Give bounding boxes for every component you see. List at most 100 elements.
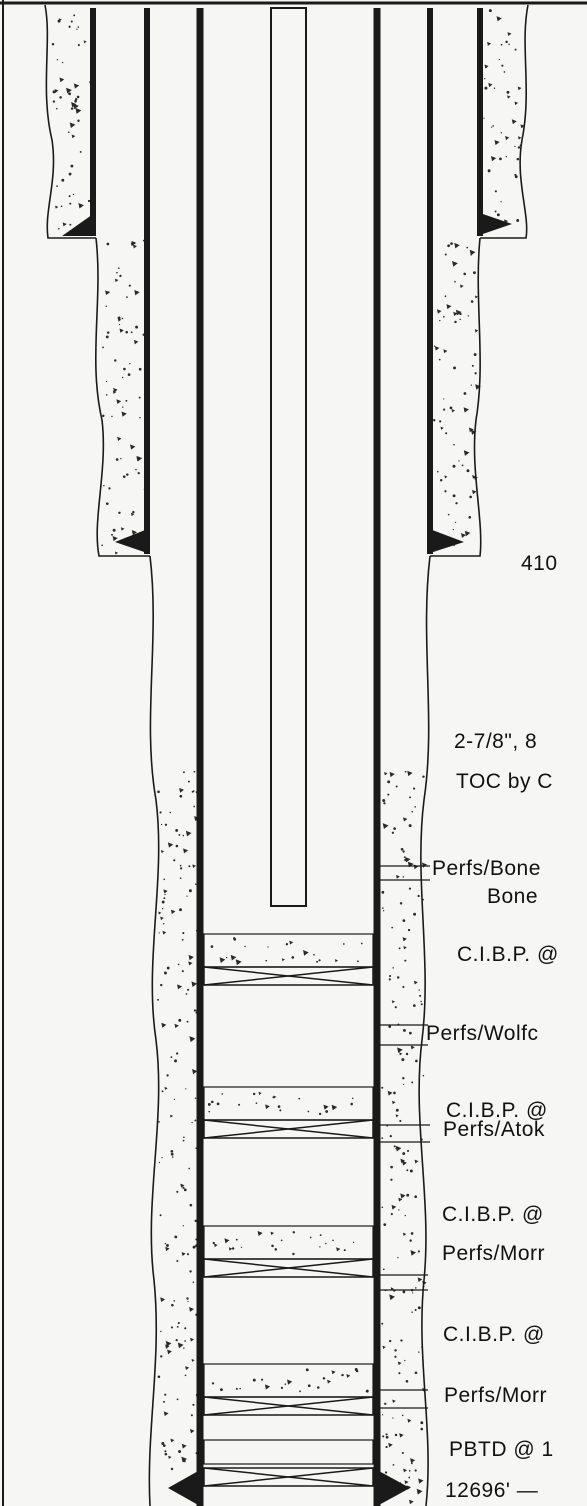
cement-speck [164, 1452, 168, 1456]
cement-speck [170, 909, 176, 915]
cement-speck [164, 1450, 167, 1453]
cement-speck [176, 1260, 179, 1263]
cement-speck [387, 780, 391, 784]
cement-speck [139, 416, 141, 419]
cement-speck [514, 145, 516, 148]
cement-speck [188, 961, 193, 966]
cement-speck [120, 457, 122, 460]
cement-speck [352, 1097, 354, 1100]
perfs-bone-spring-label-2: Bone [487, 885, 539, 908]
cement-speck [175, 1052, 179, 1055]
cement-speck [225, 956, 228, 959]
cement-speck [170, 1056, 173, 1059]
cement-speck [514, 101, 519, 106]
cement-speck [176, 1398, 179, 1401]
perfs-morrow-label-1: Perfs/Morr [442, 1242, 546, 1265]
cement-speck [487, 169, 491, 173]
cement-speck [381, 907, 384, 909]
cement-speck [463, 407, 469, 413]
cement-speck [177, 1321, 180, 1325]
cement-speck [180, 867, 183, 870]
cement-speck [264, 1384, 271, 1390]
cement-speck [210, 945, 214, 948]
cement-speck [444, 295, 447, 298]
surface-casing-shoe-left [62, 212, 96, 236]
cement-speck [166, 1074, 169, 1077]
cement-speck [138, 396, 141, 399]
cement-speck [171, 1156, 174, 1158]
cement-speck [381, 1206, 384, 1209]
cement-speck [404, 1359, 406, 1362]
cement-speck [119, 274, 122, 278]
cement-speck [228, 1247, 233, 1251]
cement-speck [189, 1036, 196, 1043]
cement-speck [402, 1152, 406, 1156]
cement-speck [170, 1149, 174, 1153]
cement-speck [177, 963, 180, 966]
cement-speck [407, 928, 411, 932]
cement-speck [114, 278, 119, 283]
cement-speck [438, 358, 441, 361]
cement-speck [414, 1195, 418, 1199]
cement-speck [443, 398, 445, 400]
cement-speck [181, 970, 184, 973]
cement-speck [505, 40, 508, 44]
cement-speck [191, 981, 198, 988]
cement-speck [413, 912, 416, 916]
cement-speck [62, 222, 67, 227]
cement-speck [494, 190, 497, 193]
cement-speck [68, 172, 72, 176]
cement-speck [484, 78, 486, 80]
cement-speck [164, 823, 168, 826]
cement-speck [163, 1411, 169, 1417]
cement-speck [181, 1456, 187, 1463]
cement-speck [505, 156, 507, 158]
cement-speck [437, 470, 439, 473]
cement-speck [208, 1110, 211, 1113]
cement-speck [411, 1081, 414, 1084]
cement-speck [137, 456, 143, 462]
surface-hole-right [480, 4, 529, 239]
cement-speck [334, 959, 339, 963]
cement-speck [401, 1058, 405, 1062]
cement-speck [120, 527, 125, 531]
cement-speck [412, 1292, 414, 1294]
cement-speck [346, 1374, 351, 1378]
cement-speck [487, 41, 492, 46]
cement-speck [158, 1121, 160, 1123]
surface-casing-shoe-right [477, 212, 512, 236]
cement-speck [73, 83, 80, 89]
cement-speck [391, 1000, 395, 1004]
cement-speck [170, 1152, 174, 1156]
cement-speck [177, 984, 183, 990]
cement-speck [506, 90, 510, 94]
cement-speck [507, 32, 512, 36]
cement-speck [419, 994, 422, 997]
cement-speck [469, 495, 472, 499]
cement-speck [287, 1379, 293, 1385]
cement-speck [192, 864, 196, 868]
cement-speck [184, 1340, 187, 1342]
cement-speck [231, 1247, 235, 1250]
cement-speck [500, 201, 502, 203]
cement-speck [463, 450, 470, 456]
cement-speck [473, 271, 476, 275]
cement-speck [399, 1052, 403, 1056]
cement-speck [499, 157, 502, 161]
cement-speck [182, 1225, 184, 1227]
cement-speck [181, 938, 184, 941]
cement-speck [443, 349, 448, 354]
cement-speck [238, 1103, 241, 1106]
perfs-wolfcamp-label: Perfs/Wolfc [426, 1022, 539, 1045]
cement-speck [408, 1476, 411, 1479]
cement-speck [357, 960, 359, 963]
cement-speck [507, 95, 511, 99]
cement-speck [190, 1337, 195, 1342]
cement-speck [464, 530, 471, 537]
cement-speck [471, 364, 474, 367]
cement-speck [125, 399, 128, 402]
cement-speck [179, 864, 182, 867]
cement-speck [402, 937, 407, 942]
cement-speck [72, 193, 75, 196]
